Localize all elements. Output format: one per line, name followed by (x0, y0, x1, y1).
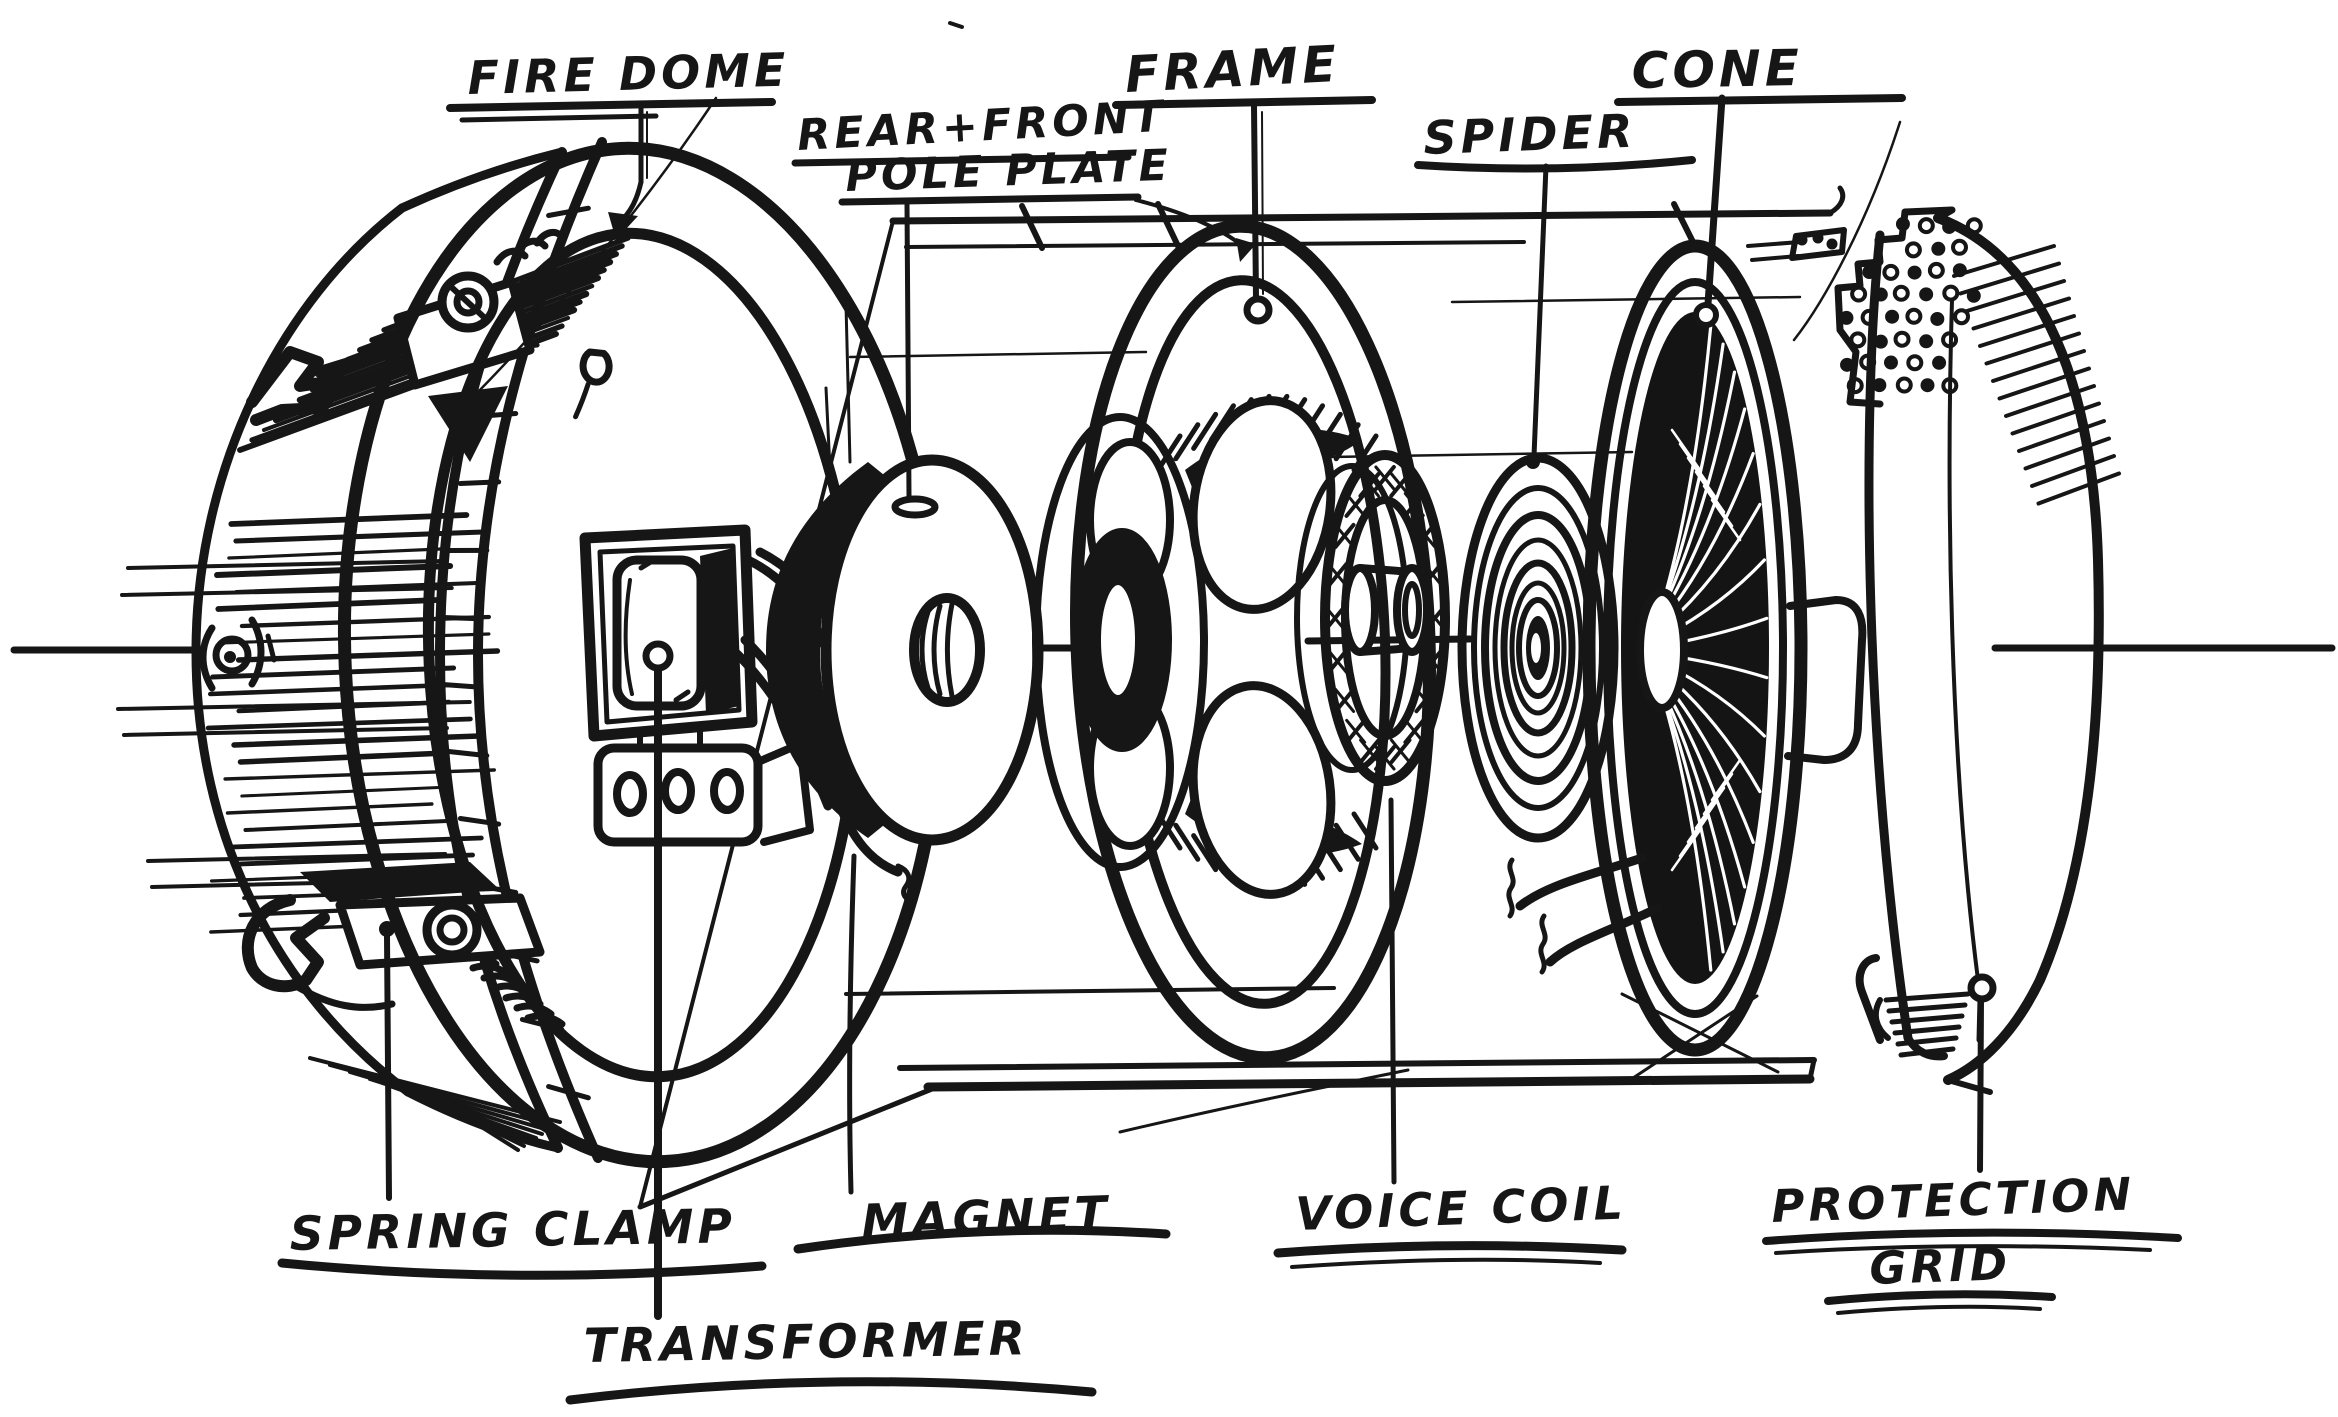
label-fire-dome: FIRE DOME (467, 43, 790, 105)
leader-spider (1531, 163, 1549, 459)
leader-cone (1704, 94, 1726, 308)
leader-voice-coil (1388, 797, 1397, 1185)
leader-protection-grid (1977, 996, 1984, 1173)
leader-magnet (847, 853, 857, 1195)
label-voice-coil: VOICE COIL (1294, 1175, 1627, 1241)
frame-basket (1032, 219, 1436, 1065)
protection-grid (1789, 206, 2121, 1095)
label-protection: PROTECTION (1771, 1167, 2136, 1233)
label-transformer: TRANSFORMER (583, 1311, 1029, 1374)
spring-clamp-top (246, 228, 567, 462)
label-spider: SPIDER (1422, 104, 1637, 165)
label-cone: CONE (1631, 39, 1803, 100)
label-frame: FRAME (1124, 35, 1342, 104)
leader-spring-clamp (379, 921, 395, 1201)
frame-bolt-hole (1243, 295, 1273, 325)
label-grid: GRID (1869, 1237, 2012, 1295)
leader-frame (1251, 103, 1264, 301)
leader-pole-plate (904, 198, 1256, 499)
cone (1506, 239, 1867, 1057)
exploded-view-box (637, 185, 1846, 1210)
leader-lines (379, 94, 1984, 1320)
leader-fire-dome (608, 103, 648, 240)
leader-transformer (642, 640, 674, 1320)
labels: FIRE DOME REAR+FRONT POLE PLATE FRAME SP… (277, 35, 2182, 1405)
spider-marker (1526, 455, 1540, 469)
grid-marker (1967, 973, 1997, 1003)
pole-plate-marker (891, 495, 939, 519)
voice-coil (1294, 450, 1450, 786)
label-pole-plate: POLE PLATE (845, 141, 1173, 202)
label-spring-clamp: SPRING CLAMP (289, 1199, 736, 1262)
cone-marker (1693, 302, 1719, 328)
